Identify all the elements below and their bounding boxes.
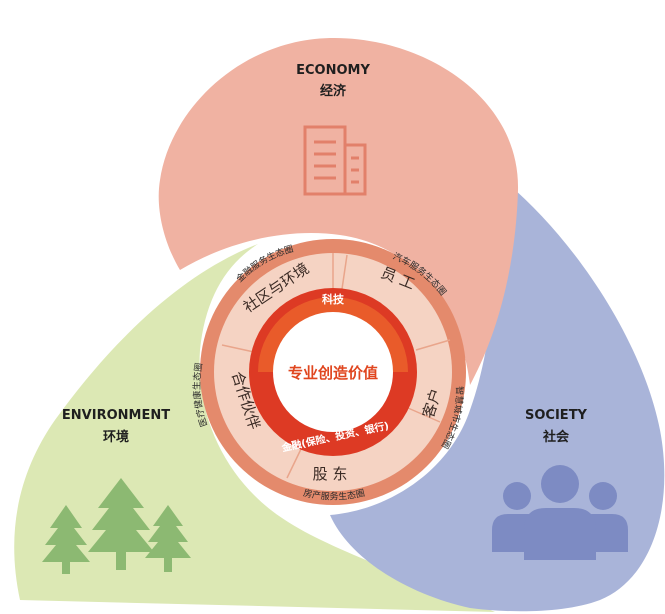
tech-label: 科技 — [322, 292, 345, 306]
center-title: 专业创造价值 — [288, 364, 378, 382]
center-circle — [273, 312, 393, 432]
trees-icon — [42, 478, 191, 574]
environment-label-zh: 环境 — [103, 429, 129, 445]
people-icon — [492, 465, 628, 560]
economy-label-zh: 经济 — [320, 83, 347, 99]
economy-petal — [158, 37, 519, 385]
segment-dividers — [221, 253, 451, 479]
inner-ring-highlight — [258, 297, 408, 372]
segment-shareholders: 股 东 — [313, 465, 348, 483]
society-label-zh: 社会 — [542, 429, 570, 445]
environment-label-en: ENVIRONMENT — [62, 408, 170, 423]
economy-label-en: ECONOMY — [296, 63, 370, 78]
society-petal — [330, 168, 665, 612]
society-label-en: SOCIETY — [525, 408, 588, 423]
building-icon — [303, 125, 367, 196]
